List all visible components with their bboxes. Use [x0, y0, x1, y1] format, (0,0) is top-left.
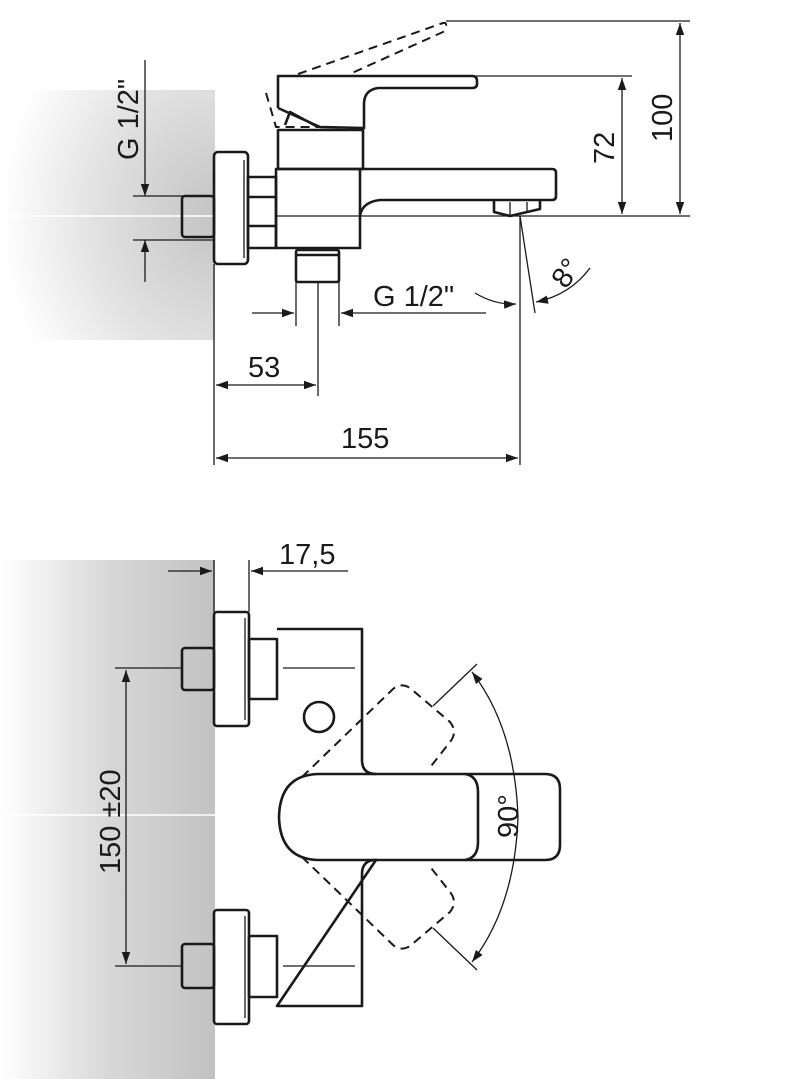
top-view [115, 560, 562, 1026]
dim-100-label: 100 [647, 94, 679, 142]
inlet-thread-label: G 1/2" [113, 79, 145, 160]
side-view [133, 20, 690, 465]
dim-155-label: 155 [341, 423, 389, 455]
wall-shade-bottom [0, 560, 215, 1079]
wall-shade-top [0, 90, 215, 340]
dim-72-label: 72 [589, 132, 621, 164]
dim-53-label: 53 [248, 352, 280, 384]
dim-150-label: 150 ±20 [95, 769, 127, 874]
dim-17-5-label: 17,5 [279, 539, 335, 571]
outlet-thread-label: G 1/2" [373, 281, 454, 313]
spout-angle-label: 8° [546, 253, 588, 294]
lever-rotation-label: 90° [493, 794, 525, 838]
